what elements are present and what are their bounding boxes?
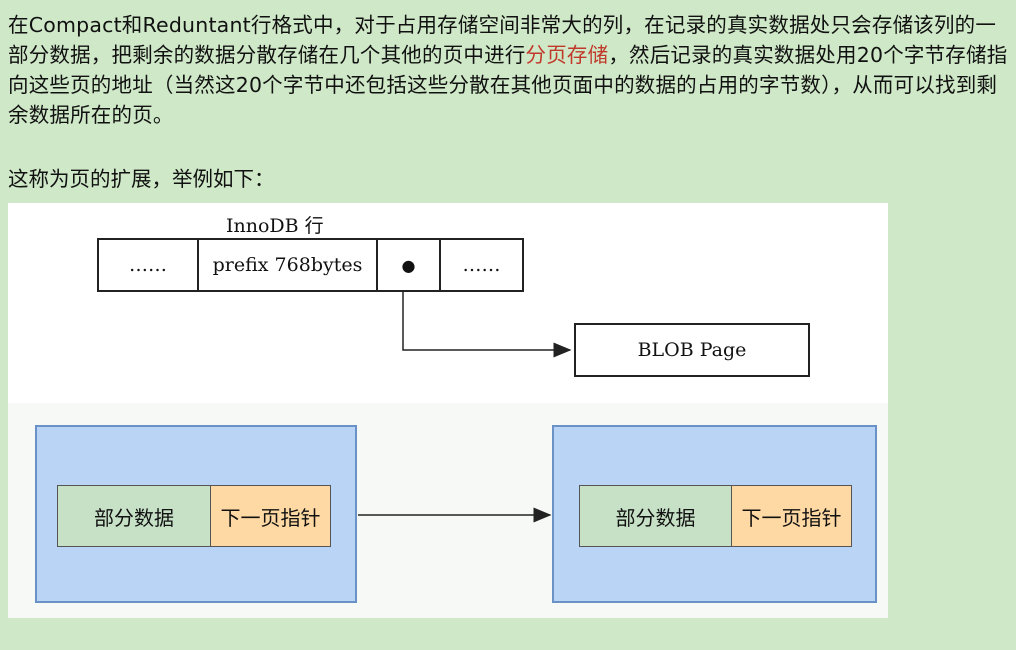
page-block-2: 部分数据 下一页指针 bbox=[552, 425, 877, 603]
next-page-pointer-cell: 下一页指针 bbox=[210, 485, 331, 547]
paragraph-text-part1: 在Compact和Reduntant行格式中，对于占用存储空间非常大的列，在记录… bbox=[8, 13, 997, 67]
page-extension-diagram: InnoDB 行 …… prefix 768bytes ● …… BLOB Pa… bbox=[8, 203, 888, 618]
page-block-1: 部分数据 下一页指针 bbox=[35, 425, 357, 603]
diagram-arrows bbox=[358, 292, 572, 523]
blob-page-box: BLOB Page bbox=[574, 323, 810, 377]
partial-data-cell: 部分数据 bbox=[57, 485, 211, 547]
highlighted-term: 分页存储 bbox=[525, 43, 609, 67]
example-intro: 这称为页的扩展，举例如下： bbox=[8, 167, 275, 191]
explanation-paragraph: 在Compact和Reduntant行格式中，对于占用存储空间非常大的列，在记录… bbox=[8, 10, 1012, 130]
row-cell-ellipsis-left: …… bbox=[97, 238, 199, 292]
next-page-pointer-cell: 下一页指针 bbox=[731, 485, 852, 547]
row-cell-pointer-dot: ● bbox=[376, 238, 441, 292]
partial-data-cell: 部分数据 bbox=[579, 485, 732, 547]
paragraph-text-part2: ，然后记录的真实数据处用20个字节存储指向这些页的地址（当然这20个字节中还包括… bbox=[8, 43, 1008, 127]
row-cell-prefix: prefix 768bytes bbox=[197, 238, 378, 292]
pointer-to-blob-arrow bbox=[402, 292, 572, 358]
innodb-row-title: InnoDB 行 bbox=[226, 215, 324, 237]
row-cell-ellipsis-right: …… bbox=[439, 238, 524, 292]
